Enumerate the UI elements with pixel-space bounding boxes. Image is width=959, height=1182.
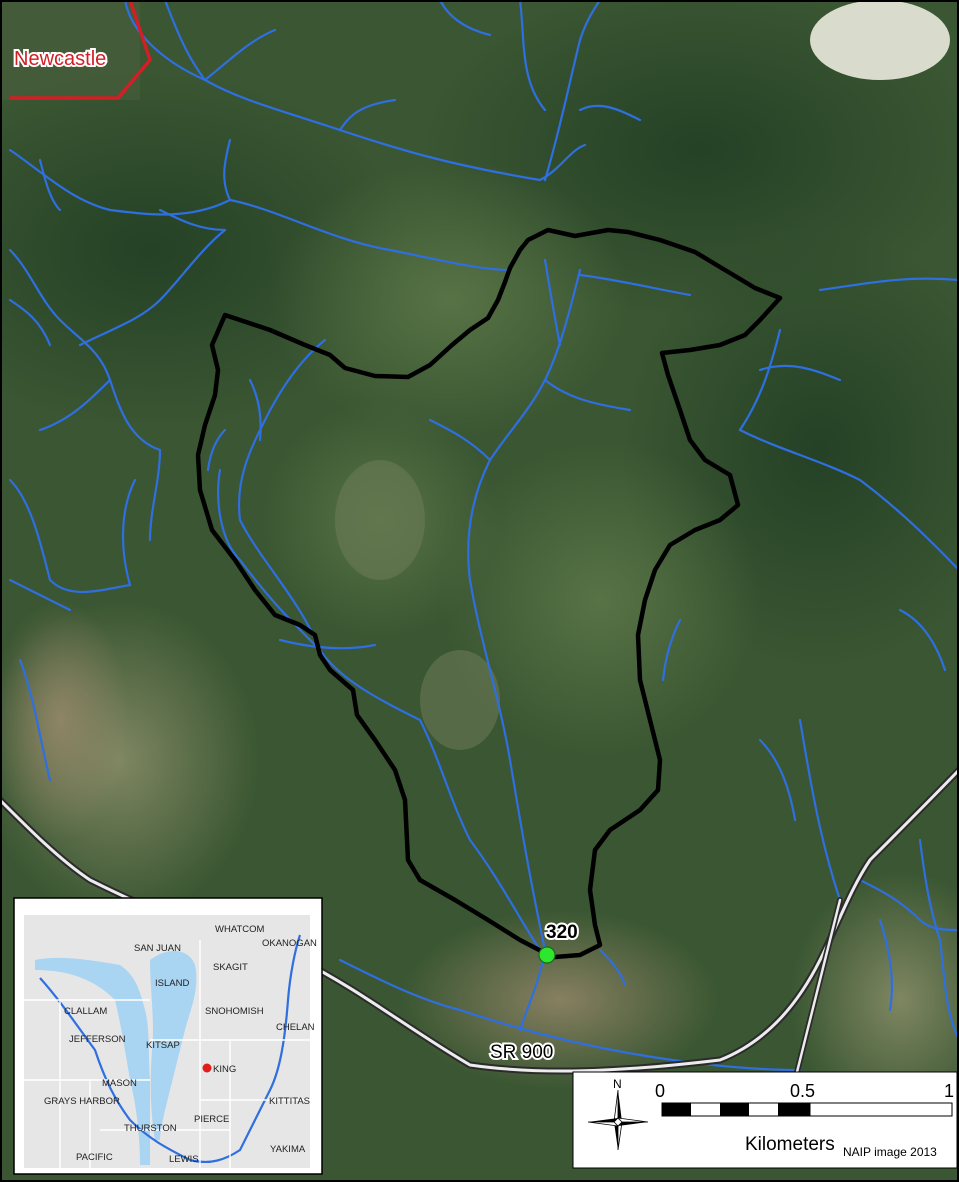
scale-unit-label: Kilometers bbox=[745, 1134, 835, 1155]
scale-tick-0: 0 bbox=[655, 1081, 665, 1101]
inset-river-2 bbox=[39, 977, 191, 1161]
streams bbox=[8, 0, 959, 1072]
county-thurston: THURSTON bbox=[124, 1123, 177, 1134]
inset-location-marker bbox=[202, 1063, 212, 1073]
scale-bar: 0 0.5 1 Kilometers bbox=[655, 1081, 954, 1155]
county-island: ISLAND bbox=[155, 978, 189, 989]
inset-locator-map: WHATCOM OKANOGAN SAN JUAN SKAGIT ISLAND … bbox=[13, 897, 323, 1175]
county-san-juan: SAN JUAN bbox=[134, 943, 181, 954]
county-kitsap: KITSAP bbox=[146, 1040, 180, 1051]
site-label: 320 bbox=[546, 922, 578, 943]
site-marker-320[interactable]: 320 bbox=[538, 920, 580, 964]
county-jefferson: JEFFERSON bbox=[69, 1034, 126, 1045]
county-chelan: CHELAN bbox=[276, 1022, 315, 1033]
county-yakima: YAKIMA bbox=[270, 1144, 306, 1155]
county-king: KING bbox=[213, 1064, 236, 1075]
scale-panel-frame bbox=[572, 1071, 958, 1169]
scale-tick-0-5: 0.5 bbox=[790, 1081, 815, 1101]
inset-county-labels: WHATCOM OKANOGAN SAN JUAN SKAGIT ISLAND … bbox=[44, 924, 317, 1165]
north-arrow-icon: N bbox=[587, 1077, 649, 1151]
county-mason: MASON bbox=[102, 1078, 137, 1089]
county-pierce: PIERCE bbox=[194, 1114, 229, 1125]
county-okanogan: OKANOGAN bbox=[262, 938, 317, 949]
north-label: N bbox=[613, 1077, 622, 1091]
county-kittitas: KITTITAS bbox=[269, 1096, 310, 1107]
inset-county-lines bbox=[24, 940, 310, 1168]
county-grays-harbor: GRAYS HARBOR bbox=[44, 1096, 120, 1107]
county-skagit: SKAGIT bbox=[213, 962, 248, 973]
road-label: SR 900 bbox=[490, 1042, 553, 1063]
inset-sound bbox=[150, 950, 197, 1140]
site-point[interactable] bbox=[538, 946, 556, 964]
watershed-boundary bbox=[195, 227, 783, 960]
county-pacific: PACIFIC bbox=[76, 1152, 113, 1163]
county-clallam: CLALLAM bbox=[64, 1006, 107, 1017]
inset-water bbox=[35, 957, 150, 1165]
county-snohomish: SNOHOMISH bbox=[205, 1006, 264, 1017]
scale-bar-panel: N 0 0.5 1 Kilometers NAIP image 2013 bbox=[572, 1071, 958, 1169]
city-label: Newcastle bbox=[14, 48, 106, 70]
county-whatcom: WHATCOM bbox=[215, 924, 265, 935]
scale-tick-1: 1 bbox=[944, 1081, 954, 1101]
city-boundary: Newcastle bbox=[10, 0, 152, 100]
county-lewis: LEWIS bbox=[169, 1154, 199, 1165]
image-credit: NAIP image 2013 bbox=[843, 1145, 937, 1159]
